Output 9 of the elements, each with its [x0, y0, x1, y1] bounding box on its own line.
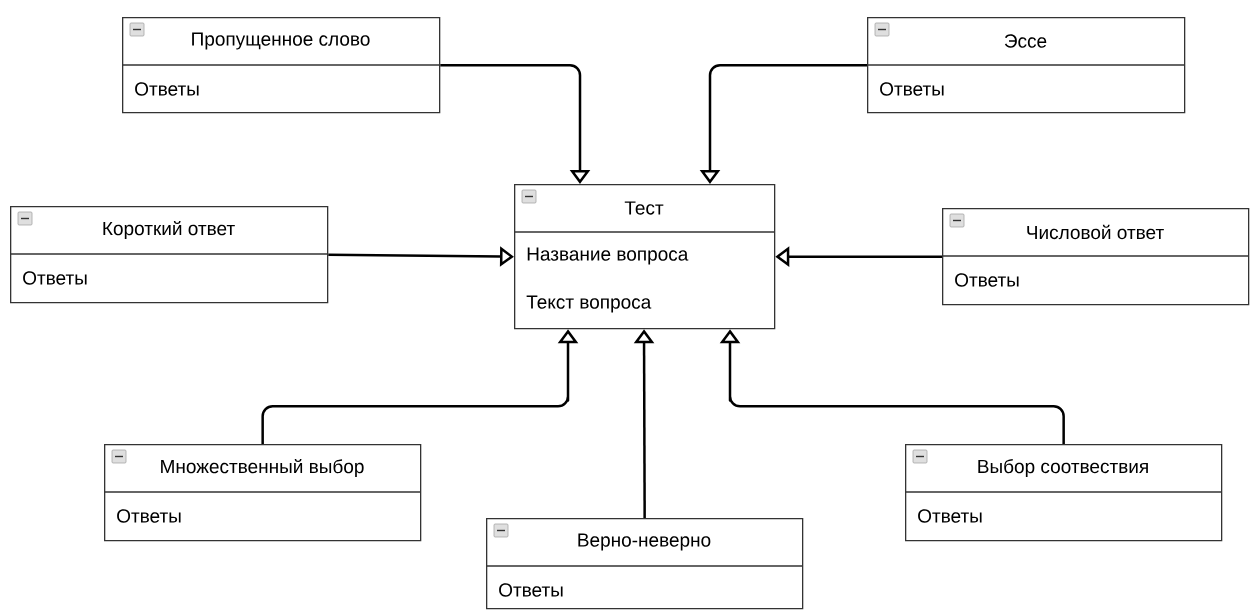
- generalization-arrow: [440, 63, 591, 184]
- class-box: Короткий ответ Ответы: [9, 206, 329, 304]
- class-box: Пропущенное слово Ответы: [121, 17, 441, 114]
- class-box: Верно-неверно Ответы: [485, 518, 804, 610]
- class-box: Тест Название вопроса Текст вопроса: [513, 184, 776, 330]
- class-box: Множественный выбор Ответы: [103, 444, 422, 542]
- class-box: Эссе Ответы: [866, 17, 1186, 114]
- class-box: Числовой ответ Ответы: [941, 208, 1250, 306]
- class-box: Выбор соотвествия Ответы: [904, 444, 1223, 542]
